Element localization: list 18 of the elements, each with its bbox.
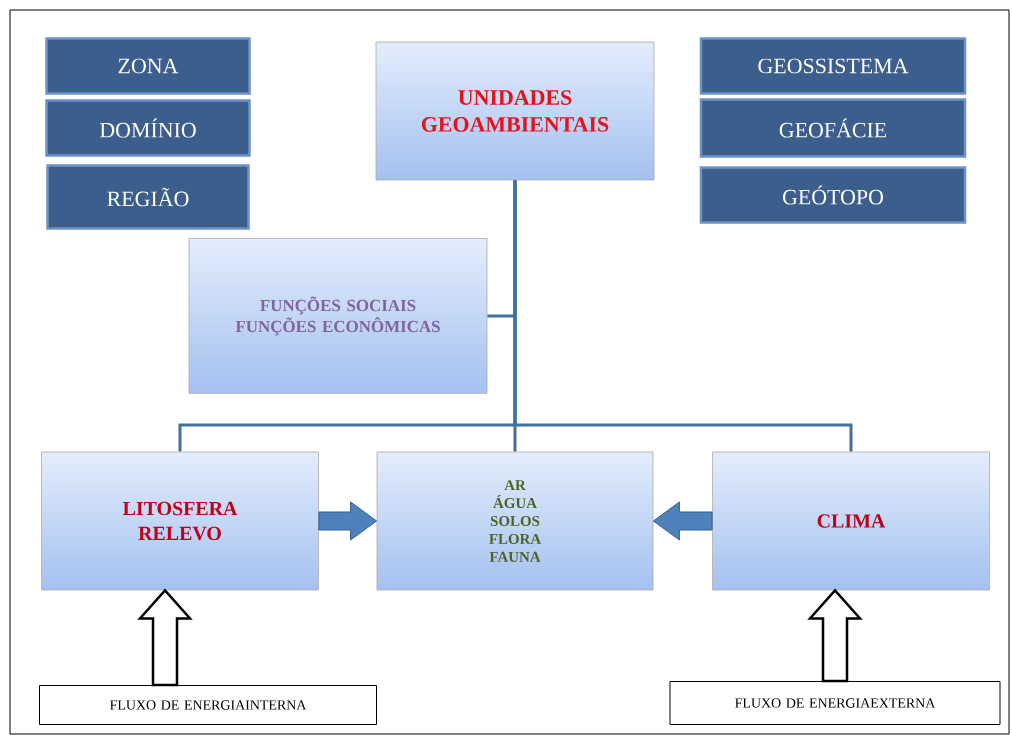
connector-line — [513, 180, 853, 452]
text-box: FLUXO DE ENERGIAINTERNA — [39, 685, 377, 725]
title-box: UNIDADES GEOAMBIENTAIS — [375, 41, 655, 181]
term-box: REGIÃO — [46, 164, 250, 230]
term-box: GEOSSISTEMA — [699, 37, 967, 95]
hollow-arrow — [137, 588, 193, 687]
term-box: DOMÍNIO — [45, 99, 251, 157]
text-box: FLUXO DE ENERGIAEXTERNA — [669, 681, 1001, 725]
hollow-arrow — [807, 588, 863, 683]
term-box: ZONA — [45, 37, 251, 95]
process-box: FUNÇÕES SOCIAIS FUNÇÕES ECONÔMICAS — [188, 238, 488, 394]
process-box: CLIMA — [712, 451, 990, 591]
term-box: GEOFÁCIE — [699, 98, 967, 158]
term-box: GEÓTOPO — [699, 166, 967, 224]
process-box: AR ÁGUA SOLOS FLORA FAUNA — [376, 451, 654, 591]
block-arrow — [652, 501, 713, 541]
block-arrow — [318, 501, 378, 541]
process-box: LITOSFERA RELEVO — [41, 451, 319, 591]
